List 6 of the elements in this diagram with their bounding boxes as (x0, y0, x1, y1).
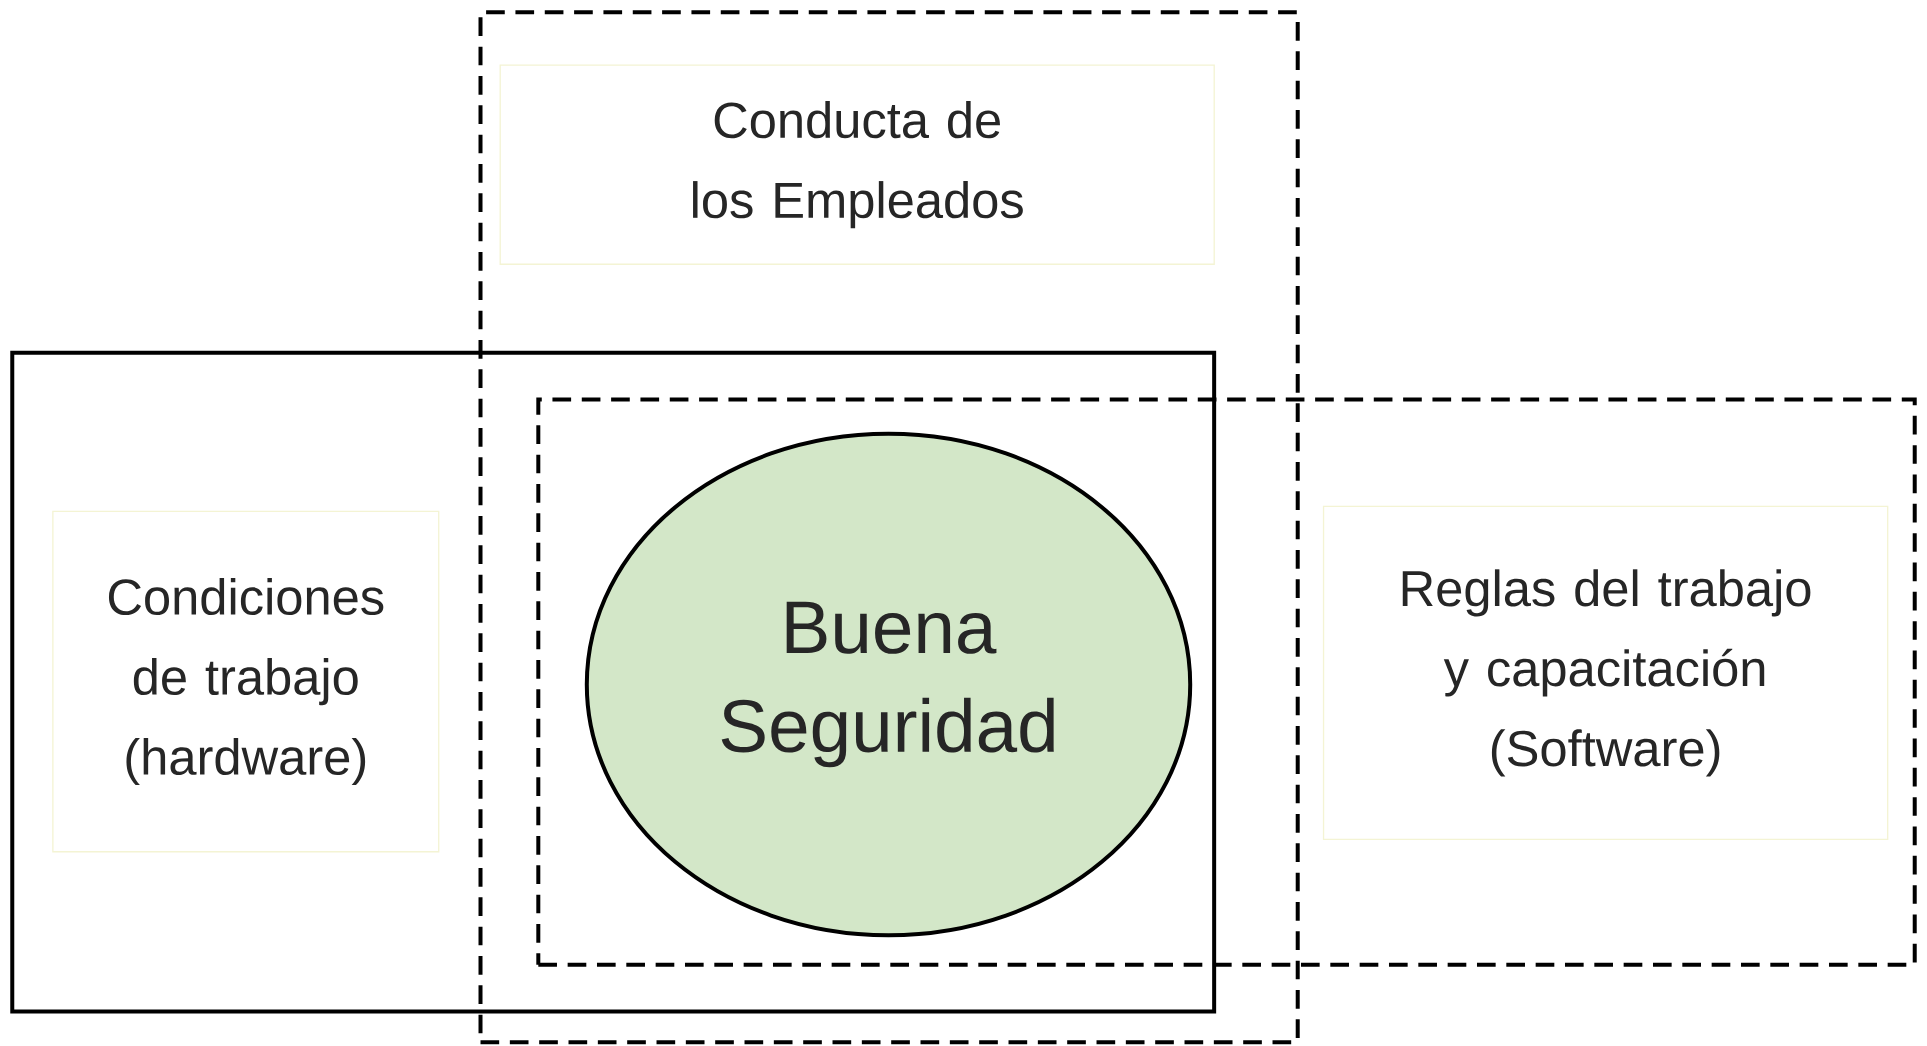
text-box: Condiciones de trabajo (hardware) (52, 510, 440, 853)
dashed-frame (478, 10, 1300, 1045)
frame (10, 350, 1217, 1014)
text-box: Conducta de los Empleados (499, 64, 1215, 265)
dashed-frame (536, 397, 1917, 967)
text-box: Reglas del trabajo y capacitación (Software) (1322, 505, 1889, 841)
